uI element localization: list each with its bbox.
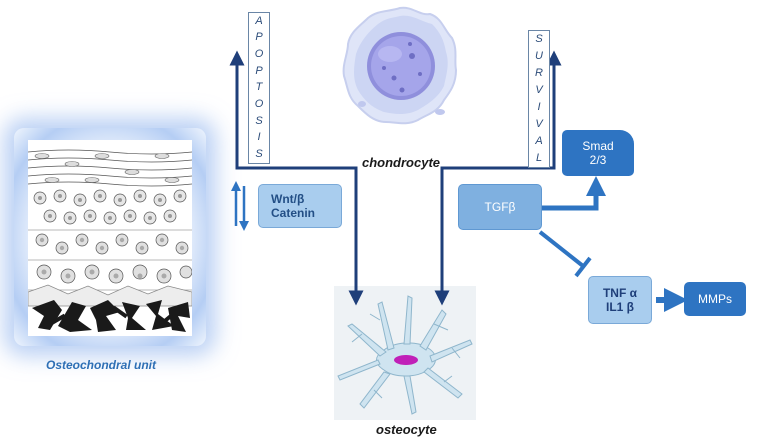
smad-line2: 2/3 xyxy=(589,153,607,167)
tnf-il1-box: TNF α IL1 β xyxy=(588,276,652,324)
osteocyte-image xyxy=(334,290,476,418)
tgf-beta-box: TGFβ xyxy=(458,184,542,230)
wnt-line2: Catenin xyxy=(271,206,316,220)
chondrocyte-image xyxy=(340,4,460,128)
tgf-label: TGFβ xyxy=(484,200,516,214)
tnf-line2: IL1 β xyxy=(606,300,634,314)
wnt-catenin-box: Wnt/β Catenin xyxy=(258,184,342,228)
osteochondral-unit-image xyxy=(27,140,193,336)
osteocyte-caption: osteocyte xyxy=(376,422,437,437)
osteochondral-unit-caption: Osteochondral unit xyxy=(46,358,157,372)
wnt-line1: Wnt/β xyxy=(271,192,305,206)
mmps-box: MMPs xyxy=(684,282,746,316)
chondrocyte-caption: chondrocyte xyxy=(362,155,441,170)
mmps-label: MMPs xyxy=(698,292,732,306)
tnf-line1: TNF α xyxy=(602,286,638,300)
smad-box: Smad 2/3 xyxy=(562,130,634,176)
smad-line1: Smad xyxy=(582,139,614,153)
